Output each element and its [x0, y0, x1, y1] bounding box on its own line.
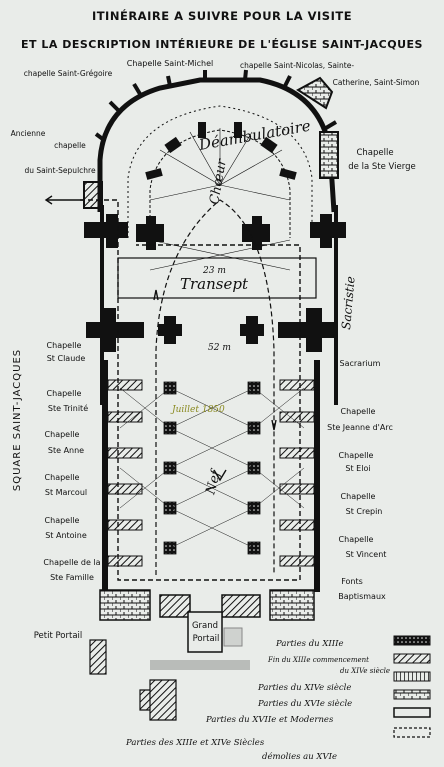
legend-row-1-label: Parties du XIIIe	[275, 639, 343, 649]
word-transept: Transept	[180, 275, 249, 293]
left-chapel-5-line1: Chapelle	[45, 516, 80, 525]
legend-row-2-label-b: du XIVe siècle	[340, 667, 390, 675]
label-grand-portail-1: Grand	[192, 621, 218, 631]
dimension-52m: 52 m	[208, 343, 231, 353]
itinerary-path	[80, 199, 301, 581]
label-fonts-2: Baptismaux	[338, 592, 386, 601]
label-chapelle-vierge-2: de la Ste Vierge	[348, 162, 415, 172]
label-chapelle-st-gregoire: chapelle Saint-Grégoire	[24, 69, 113, 78]
label-fonts-1: Fonts	[341, 577, 363, 586]
legend-swatch-3	[393, 671, 431, 682]
apse-wall	[97, 77, 337, 213]
front-facade	[89, 589, 315, 721]
label-vincent-2: St Vincent	[346, 550, 387, 559]
floor-plan	[44, 69, 346, 721]
nave-ribs	[119, 387, 305, 549]
crossing-piers	[86, 308, 336, 352]
left-chapel-4-line1: Chapelle	[45, 473, 80, 482]
legend-swatch-2	[393, 653, 431, 664]
itinerary-arrows	[44, 195, 277, 482]
label-grand-portail-2: Portail	[193, 634, 220, 644]
left-chapel-6-line2: Ste Famille	[50, 573, 94, 582]
left-chapel-2-line1: Chapelle	[47, 389, 82, 398]
left-chapel-2-line2: Ste Trinité	[48, 403, 88, 413]
right-chapel-labels: Sacrarium Chapelle Ste Jeanne d'Arc Chap…	[327, 359, 393, 601]
dimension-23m: 23 m	[202, 266, 226, 276]
label-eloi-2: St Eloi	[345, 464, 370, 473]
label-chapelle-vierge-1: Chapelle	[356, 148, 393, 158]
label-petit-portail: Petit Portail	[34, 631, 83, 641]
label-ste-catherine-st-simon: Catherine, Saint-Simon	[333, 78, 420, 87]
label-chapelle-st-nicolas: chapelle Saint-Nicolas, Sainte-	[240, 61, 354, 70]
label-sepulchre-2: chapelle	[54, 141, 86, 150]
legend-row-2-label-a: Fin du XIIIe commencement	[267, 656, 369, 664]
legend-row-6-label-b: démolies au XVIe	[262, 751, 337, 762]
label-jeanne-1: Chapelle	[341, 407, 376, 416]
left-aisle-chapels	[102, 360, 143, 592]
left-chapel-4-line2: St Marcoul	[45, 488, 87, 497]
date-annotation: Juillet 1850	[170, 405, 225, 415]
legend-row-5-label: Parties du XVIIe et Modernes	[205, 715, 334, 725]
label-sacrarium: Sacrarium	[340, 359, 381, 368]
legend: Parties du XIIIe Fin du XIIIe commenceme…	[125, 635, 431, 762]
left-chapel-3-line2: Ste Anne	[48, 446, 84, 455]
word-nef: Nef	[203, 467, 224, 497]
vault-ribs	[149, 128, 291, 271]
choir-piers	[145, 122, 297, 180]
left-chapel-labels: Chapelle St Claude Chapelle Ste Trinité …	[43, 341, 100, 582]
legend-row-4-label: Parties du XVIe siècle	[257, 698, 352, 709]
legend-swatch-5	[393, 707, 431, 718]
left-chapel-5-line2: St Antoine	[45, 531, 87, 540]
legend-swatch-4	[393, 689, 431, 700]
left-chapel-3-line1: Chapelle	[45, 430, 80, 439]
word-sacristie: Sacristie	[339, 276, 358, 331]
legend-swatch-1	[393, 635, 431, 646]
legend-swatch-6	[393, 727, 431, 738]
label-eloi-1: Chapelle	[339, 451, 374, 460]
label-square-saint-jacques: SQUARE SAINT-JACQUES	[12, 349, 23, 491]
left-chapel-1-line2: St Claude	[47, 354, 86, 363]
legend-row-3-label: Parties du XIVe siècle	[257, 682, 351, 693]
label-chapelle-st-michel: Chapelle Saint-Michel	[127, 59, 214, 68]
label-vincent-1: Chapelle	[339, 535, 374, 544]
left-chapel-6-line1: Chapelle de la	[43, 558, 100, 567]
legend-row-6-label-a: Parties des XIIIe et XIVe Siècles	[125, 737, 265, 748]
title-line-2: ET LA DESCRIPTION INTÉRIEURE DE L'ÉGLISE…	[21, 38, 423, 51]
right-aisle-chapels	[279, 360, 320, 592]
title-line-1: ITINÉRAIRE A SUIVRE POUR LA VISITE	[92, 8, 352, 23]
label-crepin-1: Chapelle	[341, 492, 376, 501]
word-deambulatoire: Déambulatoire	[197, 117, 312, 155]
label-sepulchre-1: Ancienne	[11, 129, 46, 138]
label-sepulchre-3: du Saint-Sepulchre	[24, 166, 96, 175]
left-chapel-1-line1: Chapelle	[47, 341, 82, 350]
label-jeanne-2: Ste Jeanne d'Arc	[327, 423, 393, 432]
label-crepin-2: St Crepin	[346, 507, 383, 516]
